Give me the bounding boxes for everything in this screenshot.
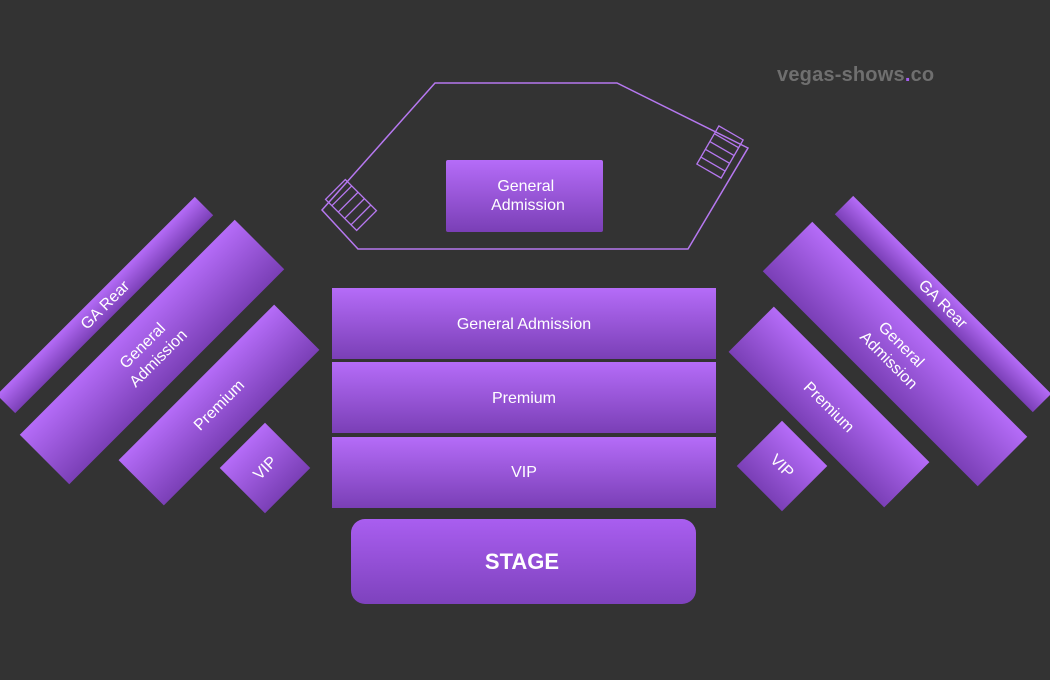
section-left-vip[interactable]: VIP — [219, 422, 311, 514]
section-rear-general-admission[interactable]: General Admission — [446, 160, 603, 232]
right-wing: GA Rear General Admission Premium VIP — [728, 195, 1050, 512]
section-center-premium[interactable]: Premium — [332, 362, 716, 433]
section-center-general-admission[interactable]: General Admission — [332, 288, 716, 359]
left-wing: GA Rear General Admission Premium VIP — [0, 196, 320, 514]
center-sections: General Admission Premium VIP — [332, 288, 716, 508]
rear-ga-outline — [320, 82, 750, 250]
brand-name: vegas-shows — [777, 64, 905, 86]
stairs-left-icon — [324, 178, 378, 232]
brand-dot: . — [904, 64, 911, 86]
brand-tld: co — [910, 64, 935, 86]
stairs-right-icon — [695, 125, 745, 179]
rear-ga-area: General Admission — [320, 82, 750, 250]
brand-logo: vegas-shows.co — [777, 64, 934, 87]
stage[interactable]: STAGE — [351, 519, 696, 604]
section-center-vip[interactable]: VIP — [332, 437, 716, 508]
